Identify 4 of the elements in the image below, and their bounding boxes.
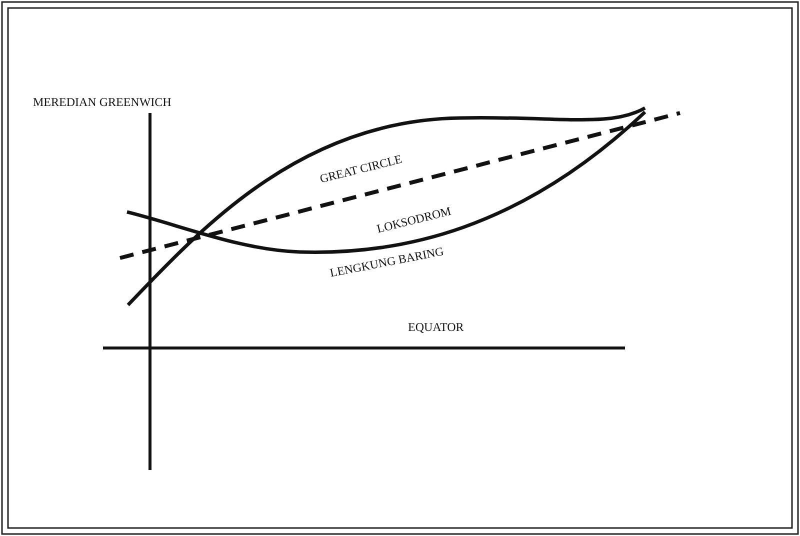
text-label: LENGKUNG BARING xyxy=(328,244,445,280)
text-label: GREAT CIRCLE xyxy=(318,152,404,186)
text-label: MEREDIAN GREENWICH xyxy=(33,95,172,109)
text-label: EQUATOR xyxy=(408,320,464,334)
